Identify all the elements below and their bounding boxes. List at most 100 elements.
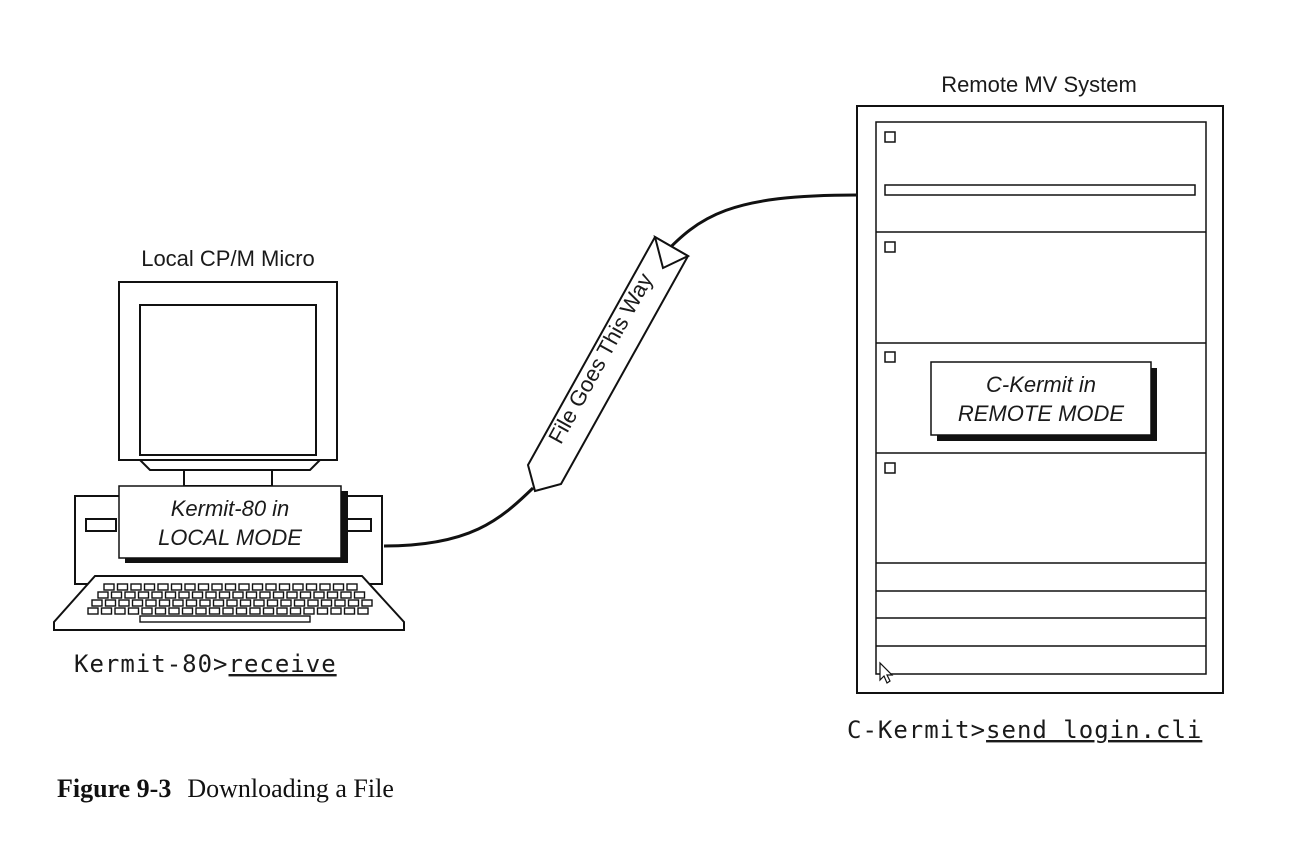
monitor-base: [137, 459, 323, 471]
keyboard-key: [262, 607, 275, 615]
local-command: receive: [229, 650, 337, 678]
keyboard-key: [141, 607, 153, 615]
keyboard-key: [265, 583, 277, 591]
keyboard-key: [100, 607, 113, 615]
keyboard-key: [131, 599, 144, 607]
remote-command: send login.cli: [986, 716, 1202, 744]
keyboard-key: [181, 607, 194, 615]
keyboard-key: [195, 607, 207, 615]
keyboard-key: [137, 591, 150, 599]
keyboard-key: [110, 591, 123, 599]
keyboard-key: [170, 583, 183, 591]
keyboard-key: [245, 591, 258, 599]
keyboard-key: [293, 599, 306, 607]
keyboard-key: [313, 591, 325, 599]
keyboard-key: [334, 599, 346, 607]
keyboard-key: [222, 607, 234, 615]
keyboard-key: [212, 599, 225, 607]
keyboard-key: [357, 607, 369, 615]
keyboard-key: [347, 599, 360, 607]
local-prompt: Kermit-80>receive: [74, 650, 337, 678]
keyboard-key: [320, 599, 333, 607]
remote-system: Remote MV System C-Kermit in REMOTE MODE…: [847, 72, 1224, 744]
bay-indicator: [884, 351, 896, 363]
keyboard-keys: [87, 583, 373, 623]
keyboard-key: [143, 583, 156, 591]
keyboard-key: [259, 591, 271, 599]
keyboard-key: [251, 583, 264, 591]
remote-badge-line2: REMOTE MODE: [958, 401, 1125, 426]
bay-indicator: [884, 131, 896, 143]
keyboard-key: [276, 607, 288, 615]
keyboard-key: [199, 599, 211, 607]
keyboard-key: [87, 607, 99, 615]
keyboard-spacebar: [139, 615, 311, 623]
keyboard-key: [130, 583, 142, 591]
keyboard-key: [249, 607, 261, 615]
keyboard-key: [292, 583, 304, 591]
local-system-label: Local CP/M Micro: [141, 246, 315, 271]
keyboard-key: [346, 583, 358, 591]
figure-number: Figure 9-3: [57, 774, 172, 803]
keyboard-key: [172, 599, 184, 607]
keyboard-key: [104, 599, 117, 607]
keyboard-key: [232, 591, 244, 599]
keyboard-key: [280, 599, 292, 607]
keyboard-key: [361, 599, 373, 607]
keyboard-key: [103, 583, 115, 591]
keyboard-key: [353, 591, 366, 599]
keyboard-key: [127, 607, 140, 615]
keyboard-key: [235, 607, 248, 615]
keyboard-key: [164, 591, 177, 599]
keyboard-key: [299, 591, 312, 599]
keyboard-key: [326, 591, 339, 599]
keyboard-key: [307, 599, 319, 607]
keyboard-key: [343, 607, 356, 615]
keyboard-key: [191, 591, 204, 599]
keyboard-key: [185, 599, 198, 607]
drive-slot-right: [346, 518, 372, 532]
remote-prompt-text: C-Kermit>: [847, 716, 986, 744]
keyboard-key: [289, 607, 302, 615]
bay-indicator: [884, 462, 896, 474]
connection-cable: [383, 193, 858, 548]
keyboard-key: [266, 599, 279, 607]
file-direction-arrow: File Goes This Way: [526, 234, 691, 493]
bay-indicator: [884, 241, 896, 253]
keyboard-key: [124, 591, 136, 599]
keyboard-key: [157, 583, 169, 591]
keyboard-key: [224, 583, 237, 591]
keyboard-key: [305, 583, 318, 591]
keyboard-key: [340, 591, 352, 599]
monitor-screen: [139, 304, 317, 456]
local-prompt-text: Kermit-80>: [74, 650, 229, 678]
keyboard-key: [286, 591, 298, 599]
keyboard-key: [154, 607, 167, 615]
keyboard-key: [211, 583, 223, 591]
keyboard-key: [197, 583, 210, 591]
keyboard-key: [253, 599, 265, 607]
drive-slot-left: [85, 518, 117, 532]
local-computer: Local CP/M Micro Kermit-80 in LOCAL MODE…: [53, 246, 405, 678]
mouse-cursor-icon: [879, 661, 894, 684]
tape-slot: [884, 184, 1196, 196]
keyboard-key: [226, 599, 238, 607]
keyboard-key: [114, 607, 126, 615]
monitor-neck: [183, 469, 273, 487]
keyboard-key: [91, 599, 103, 607]
keyboard-key: [319, 583, 331, 591]
keyboard-key: [272, 591, 285, 599]
keyboard-key: [208, 607, 221, 615]
arrow-label: File Goes This Way: [543, 269, 657, 448]
keyboard-key: [184, 583, 196, 591]
keyboard-key: [151, 591, 163, 599]
keyboard-key: [118, 599, 130, 607]
keyboard-key: [330, 607, 342, 615]
keyboard-key: [168, 607, 180, 615]
local-badge-line2: LOCAL MODE: [158, 525, 302, 550]
remote-badge: [930, 361, 1152, 436]
keyboard-key: [178, 591, 190, 599]
keyboard-key: [238, 583, 250, 591]
keyboard-key: [205, 591, 217, 599]
